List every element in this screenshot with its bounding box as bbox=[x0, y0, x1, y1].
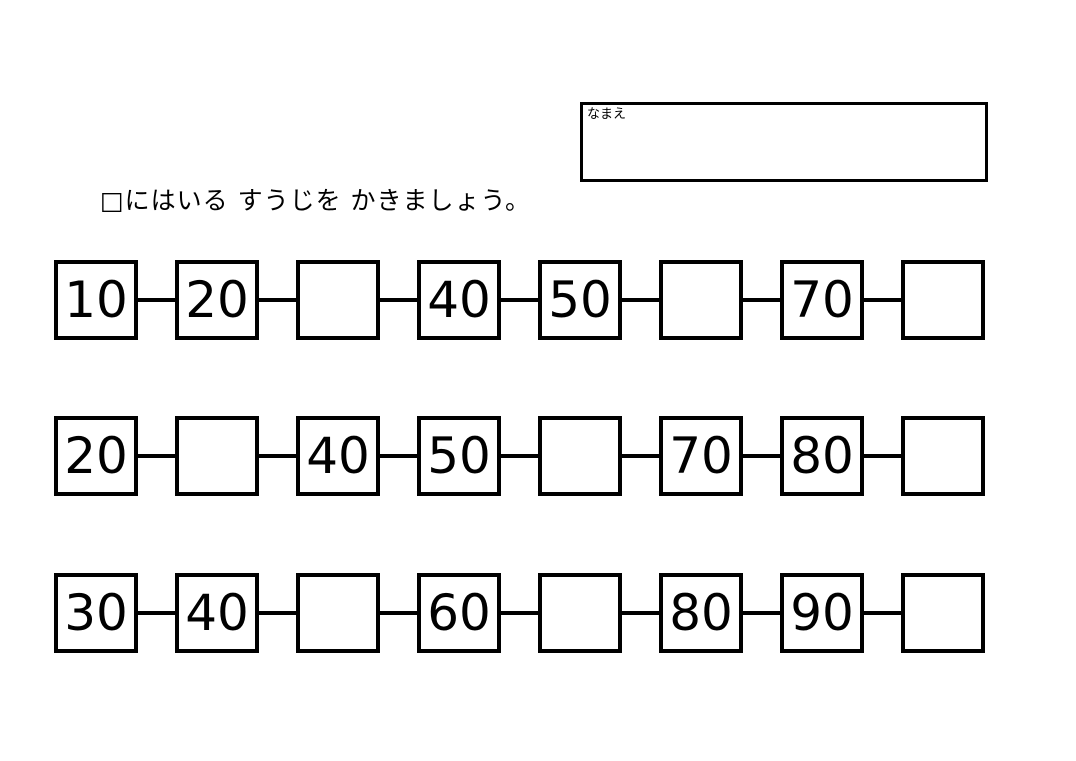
connector-line bbox=[622, 298, 659, 302]
name-box-label: なまえ bbox=[587, 107, 627, 122]
connector-line bbox=[138, 611, 175, 615]
connector-line bbox=[380, 454, 417, 458]
connector-line bbox=[864, 611, 901, 615]
number-box: 10 bbox=[54, 260, 138, 340]
connector-line bbox=[138, 454, 175, 458]
number-row-3: 30 40 60 80 90 bbox=[54, 573, 985, 653]
connector-line bbox=[259, 298, 296, 302]
answer-box[interactable] bbox=[901, 573, 985, 653]
answer-box[interactable] bbox=[296, 573, 380, 653]
number-row-1: 10 20 40 50 70 bbox=[54, 260, 985, 340]
number-box: 80 bbox=[659, 573, 743, 653]
number-box: 60 bbox=[417, 573, 501, 653]
answer-box[interactable] bbox=[538, 573, 622, 653]
name-box: なまえ bbox=[580, 102, 988, 182]
connector-line bbox=[864, 454, 901, 458]
number-box: 20 bbox=[175, 260, 259, 340]
connector-line bbox=[259, 611, 296, 615]
number-box: 80 bbox=[780, 416, 864, 496]
connector-line bbox=[743, 611, 780, 615]
instruction-text: □にはいる すうじを かきましょう。 bbox=[100, 186, 532, 215]
connector-line bbox=[259, 454, 296, 458]
connector-line bbox=[743, 298, 780, 302]
connector-line bbox=[864, 298, 901, 302]
connector-line bbox=[380, 611, 417, 615]
connector-line bbox=[501, 454, 538, 458]
number-box: 20 bbox=[54, 416, 138, 496]
number-box: 70 bbox=[659, 416, 743, 496]
number-box: 90 bbox=[780, 573, 864, 653]
connector-line bbox=[380, 298, 417, 302]
connector-line bbox=[622, 611, 659, 615]
connector-line bbox=[622, 454, 659, 458]
number-box: 50 bbox=[538, 260, 622, 340]
answer-box[interactable] bbox=[901, 260, 985, 340]
connector-line bbox=[501, 611, 538, 615]
number-box: 40 bbox=[296, 416, 380, 496]
answer-box[interactable] bbox=[538, 416, 622, 496]
answer-box[interactable] bbox=[901, 416, 985, 496]
connector-line bbox=[501, 298, 538, 302]
number-box: 50 bbox=[417, 416, 501, 496]
connector-line bbox=[743, 454, 780, 458]
number-box: 40 bbox=[417, 260, 501, 340]
answer-box[interactable] bbox=[296, 260, 380, 340]
number-box: 70 bbox=[780, 260, 864, 340]
number-box: 40 bbox=[175, 573, 259, 653]
answer-box[interactable] bbox=[175, 416, 259, 496]
number-box: 30 bbox=[54, 573, 138, 653]
connector-line bbox=[138, 298, 175, 302]
number-row-2: 20 40 50 70 80 bbox=[54, 416, 985, 496]
answer-box[interactable] bbox=[659, 260, 743, 340]
